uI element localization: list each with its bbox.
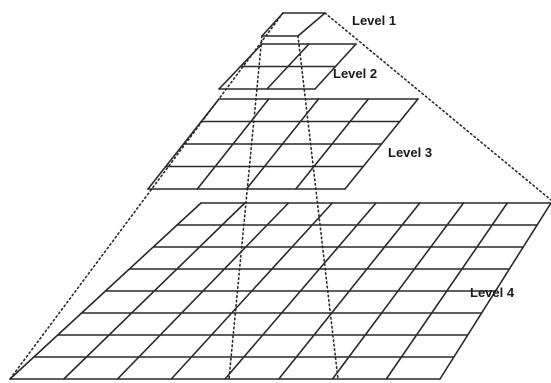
grid-column-line <box>385 202 509 380</box>
level-4-grid <box>9 202 551 380</box>
level-2-grid <box>218 43 357 90</box>
level-2-label: Level 2 <box>333 66 377 81</box>
grid-column-line <box>314 43 357 90</box>
level-1-label: Level 1 <box>352 13 396 28</box>
level-3-label: Level 3 <box>388 145 432 160</box>
pyramid-edge-right <box>324 12 551 201</box>
grid-column-line <box>297 12 326 37</box>
level-4-label: Level 4 <box>470 285 515 300</box>
level-labels: Level 1 Level 2 Level 3 Level 4 <box>333 13 515 300</box>
projection-line-left <box>228 35 263 380</box>
pyramid-outline <box>9 12 551 380</box>
grid-column-line <box>344 98 419 190</box>
grid-column-line <box>331 202 465 380</box>
grid-column-line <box>261 12 284 37</box>
grid-column-line <box>294 98 370 190</box>
level-3-grid <box>147 98 419 190</box>
grid-column-line <box>224 202 377 380</box>
pyramid-grids <box>9 12 551 380</box>
grid-column-line <box>266 43 310 90</box>
grid-column-line <box>245 98 320 190</box>
level-1-grid <box>261 12 326 37</box>
grid-column-line <box>277 202 421 380</box>
projection-line-right <box>297 35 339 380</box>
grid-column-line <box>439 202 551 380</box>
pyramid-edge-left <box>9 12 284 380</box>
